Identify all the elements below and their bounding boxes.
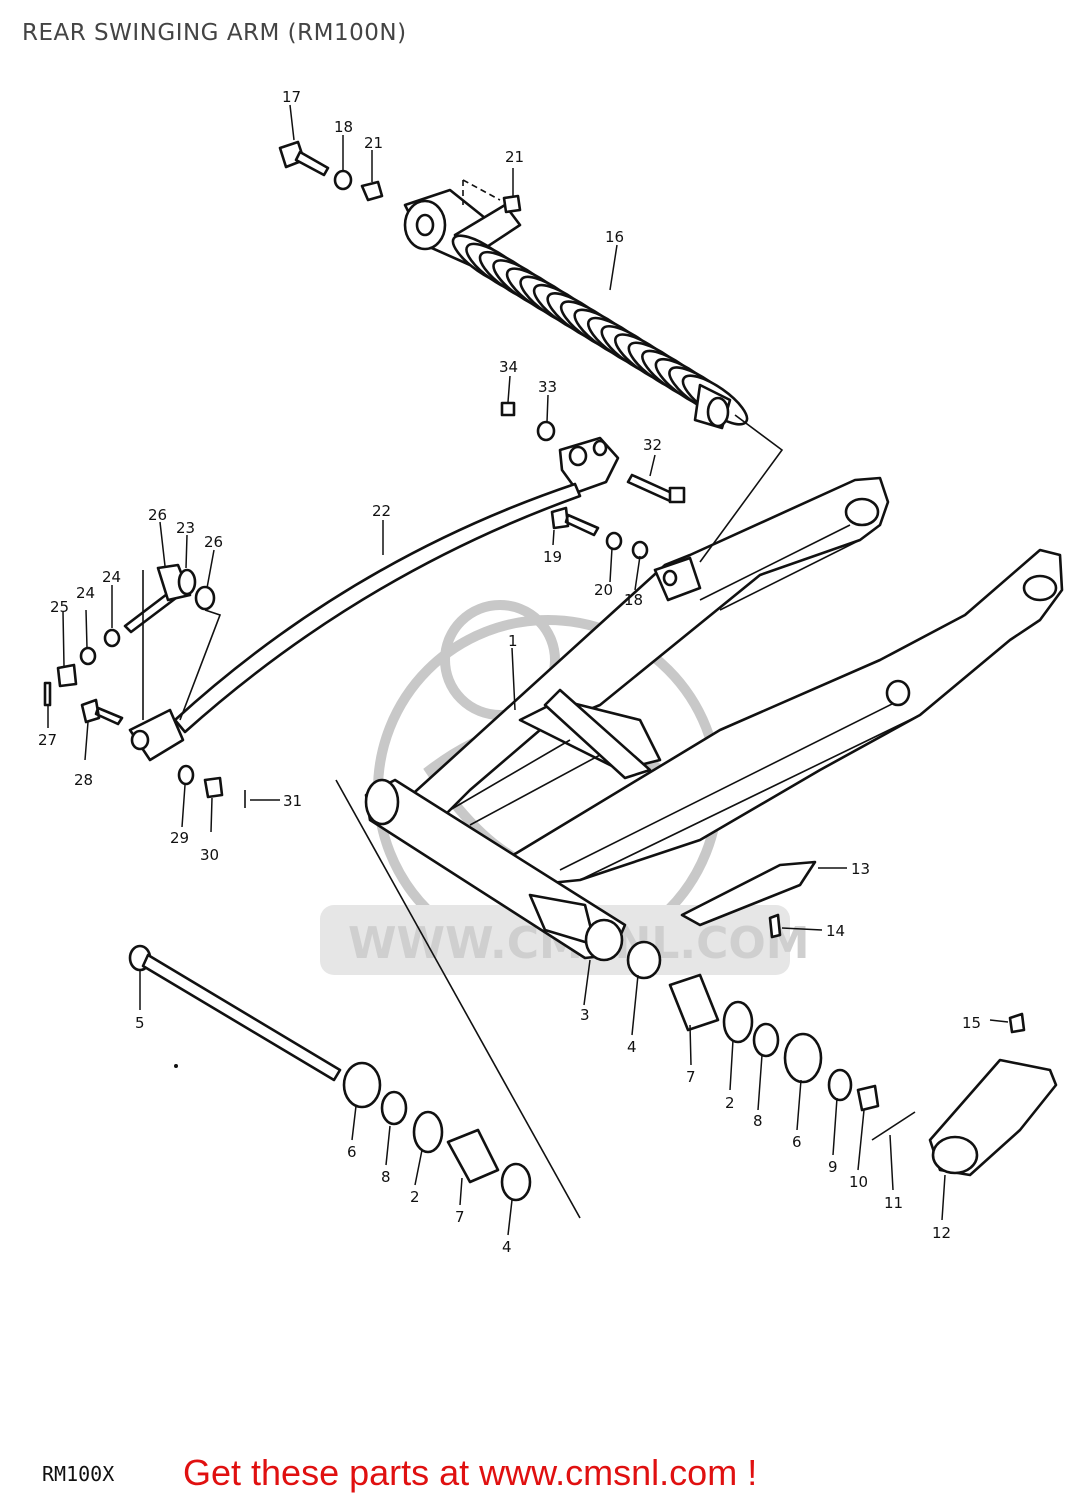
callout-label: 33 xyxy=(538,378,557,396)
part-washer-8-right xyxy=(752,1022,780,1058)
part-bearing-4-left xyxy=(500,1162,532,1202)
callout-label: 19 xyxy=(543,548,562,566)
part-nut-20 xyxy=(605,531,623,551)
part-screw-14 xyxy=(768,913,782,939)
callout-label: 18 xyxy=(334,118,353,136)
callout-label: 28 xyxy=(74,771,93,789)
callout-label: 34 xyxy=(499,358,518,376)
callout-label: 3 xyxy=(580,1006,590,1024)
part-bolt-17 xyxy=(278,140,330,177)
callout-label: 29 xyxy=(170,829,189,847)
callout-label: 9 xyxy=(828,1158,838,1176)
part-pivot-shaft-5 xyxy=(128,944,342,1082)
callout-label: 18 xyxy=(624,591,643,609)
part-nut-21-left xyxy=(360,180,384,202)
callout-label: 15 xyxy=(962,1014,981,1032)
callout-label: 12 xyxy=(932,1224,951,1242)
callout-label: 20 xyxy=(594,581,613,599)
callout-label: 7 xyxy=(686,1068,696,1086)
part-washer-18-mid xyxy=(631,540,649,560)
callout-label: 4 xyxy=(627,1038,637,1056)
callout-labels: 17 18 21 21 16 34 33 32 22 26 23 26 19 2… xyxy=(38,88,981,1256)
part-washer-29 xyxy=(177,764,195,786)
part-swinging-arm xyxy=(364,476,1064,962)
callout-label: 23 xyxy=(176,519,195,537)
callout-label: 8 xyxy=(753,1112,763,1130)
part-chain-guide-13 xyxy=(680,860,817,927)
callout-label: 10 xyxy=(849,1173,868,1191)
part-washer-18-top xyxy=(333,169,353,191)
callout-label: 13 xyxy=(851,860,870,878)
stray-dot xyxy=(174,1064,178,1068)
part-washer-33 xyxy=(536,420,556,442)
part-bearing-4-right xyxy=(626,940,662,980)
part-seal-2-left xyxy=(412,1110,444,1154)
part-washer-8-left xyxy=(380,1090,408,1126)
part-tie-rod-bracket xyxy=(558,436,620,494)
callout-leaders xyxy=(47,104,1009,1236)
assembly-guide-line xyxy=(335,779,581,1219)
part-rear-shock-absorber xyxy=(403,188,749,430)
page-title: REAR SWINGING ARM (RM100N) xyxy=(22,20,407,46)
callout-label: 31 xyxy=(283,792,302,810)
model-code: RM100X xyxy=(42,1462,115,1486)
callout-label: 11 xyxy=(884,1194,903,1212)
callout-label: 5 xyxy=(135,1014,145,1032)
part-bolt-32-head xyxy=(668,486,686,504)
callout-label: 27 xyxy=(38,731,57,749)
callout-label: 6 xyxy=(792,1133,802,1151)
callout-label: 26 xyxy=(148,506,167,524)
callout-label: 32 xyxy=(643,436,662,454)
part-spacer-7-left xyxy=(446,1128,500,1184)
part-cotter-pin-27 xyxy=(43,681,52,707)
callout-label: 8 xyxy=(381,1168,391,1186)
parts-shop-link[interactable]: Get these parts at www.cmsnl.com ! xyxy=(183,1452,758,1493)
callout-label: 14 xyxy=(826,922,845,940)
callout-label: 24 xyxy=(102,568,121,586)
part-bolt-32 xyxy=(626,473,676,503)
part-bolt-28 xyxy=(80,698,124,726)
part-seal-2-right xyxy=(722,1000,754,1044)
callout-label: 26 xyxy=(204,533,223,551)
part-washer-6-right xyxy=(783,1032,823,1084)
part-linkage-bolt-assembly xyxy=(56,563,222,721)
callout-label: 7 xyxy=(455,1208,465,1226)
callout-label: 17 xyxy=(282,88,301,106)
part-washer-6-left xyxy=(342,1061,382,1109)
callout-label: 1 xyxy=(508,632,518,650)
callout-label: 2 xyxy=(410,1188,420,1206)
part-tie-rod-22 xyxy=(128,482,582,762)
callout-label: 30 xyxy=(200,846,219,864)
part-chain-buffer-12 xyxy=(928,1058,1058,1177)
callout-label: 25 xyxy=(50,598,69,616)
part-nut-21-right xyxy=(502,194,522,214)
part-washer-9 xyxy=(827,1068,853,1102)
callout-label: 16 xyxy=(605,228,624,246)
part-bolt-19 xyxy=(550,506,600,537)
part-nut-10 xyxy=(856,1084,880,1112)
callout-label: 21 xyxy=(364,134,383,152)
part-nut-34 xyxy=(500,401,516,417)
callout-label: 21 xyxy=(505,148,524,166)
part-spacer-7-right xyxy=(668,973,720,1032)
callout-label: 2 xyxy=(725,1094,735,1112)
part-nut-30 xyxy=(203,776,224,799)
callout-label: 22 xyxy=(372,502,391,520)
part-cotter-pin-11 xyxy=(871,1111,916,1141)
callout-label: 4 xyxy=(502,1238,512,1256)
callout-label: 6 xyxy=(347,1143,357,1161)
part-bolt-15 xyxy=(1008,1012,1026,1034)
callout-label: 24 xyxy=(76,584,95,602)
